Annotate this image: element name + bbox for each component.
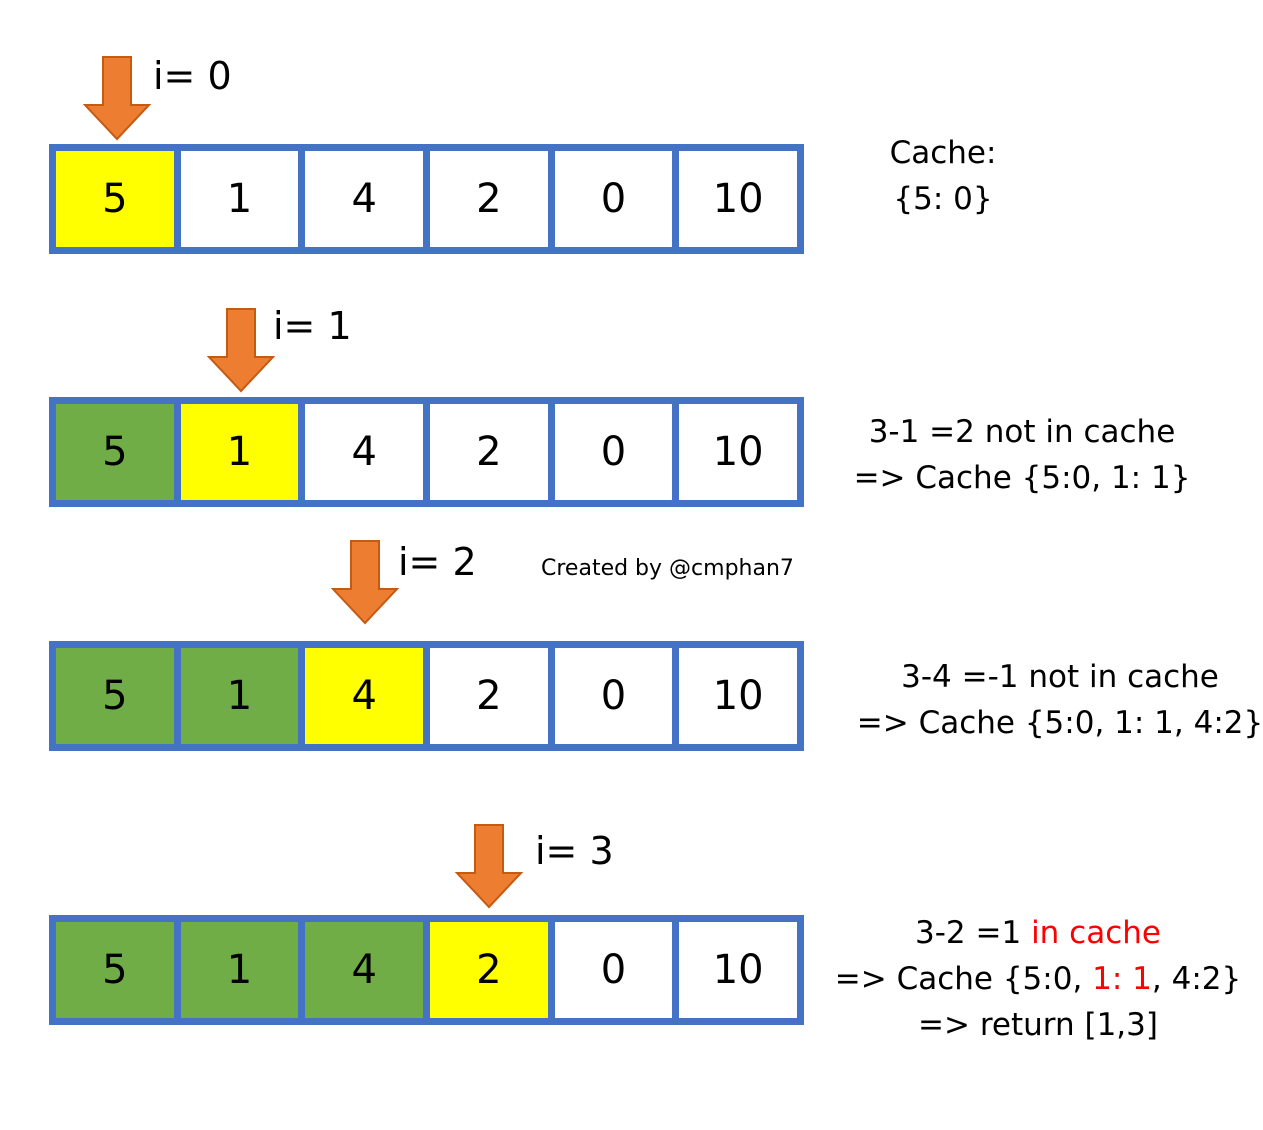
array-cell-unvisited: 10 <box>679 648 798 744</box>
note-text: {5: 0} <box>893 181 993 217</box>
array-cell-visited: 4 <box>305 922 424 1018</box>
array-cell-current: 5 <box>56 151 174 247</box>
array-cell-unvisited: 2 <box>430 648 548 744</box>
array-cell-visited: 5 <box>56 404 174 500</box>
array-cell-unvisited: 0 <box>554 922 673 1018</box>
array-cell-unvisited: 4 <box>305 404 424 500</box>
down-arrow-icon <box>330 540 400 625</box>
array-cell-unvisited: 0 <box>554 648 673 744</box>
highlight-text: 1: 1 <box>1092 961 1152 997</box>
down-arrow-icon <box>454 824 524 909</box>
cache-note: Cache: {5: 0} <box>890 130 997 222</box>
note-text: 3-2 =1 <box>915 915 1032 951</box>
cache-note: 3-2 =1 in cache=> Cache {5:0, 1: 1, 4:2}… <box>835 910 1241 1048</box>
cache-note-line: => Cache {5:0, 1: 1, 4:2} <box>857 700 1263 746</box>
array-cell-unvisited: 0 <box>554 404 673 500</box>
array-cell-visited: 5 <box>56 922 174 1018</box>
array-cell-unvisited: 1 <box>180 151 299 247</box>
cache-note: 3-1 =2 not in cache => Cache {5:0, 1: 1} <box>854 409 1191 501</box>
cache-note-line: {5: 0} <box>890 176 997 222</box>
array-cell-unvisited: 2 <box>430 151 548 247</box>
array-cell-unvisited: 10 <box>679 151 798 247</box>
array-cell-unvisited: 10 <box>679 922 798 1018</box>
array-cell-visited: 1 <box>180 922 299 1018</box>
index-label: i= 3 <box>535 829 614 873</box>
credit-text: Created by @cmphan7 <box>541 556 794 581</box>
cache-note-line: => Cache {5:0, 1: 1, 4:2} <box>835 956 1241 1002</box>
array-cell-unvisited: 0 <box>554 151 673 247</box>
note-text: => Cache {5:0, 1: 1, 4:2} <box>856 705 1263 741</box>
down-arrow-icon <box>206 308 276 393</box>
down-arrow-icon <box>82 56 152 141</box>
note-text: 3-4 =-1 not in cache <box>901 659 1219 695</box>
array-cell-current: 4 <box>305 648 424 744</box>
array-cell-visited: 5 <box>56 648 174 744</box>
index-label: i= 2 <box>398 540 477 584</box>
cache-note-line: 3-4 =-1 not in cache <box>857 654 1263 700</box>
cache-note-line: Cache: <box>890 130 997 176</box>
note-text: => Cache {5:0, <box>834 961 1093 997</box>
array-cell-current: 2 <box>430 922 548 1018</box>
note-text: => return [1,3] <box>918 1007 1158 1043</box>
cache-note-line: => Cache {5:0, 1: 1} <box>854 455 1191 501</box>
highlight-text: in cache <box>1031 915 1161 951</box>
cache-note-line: => return [1,3] <box>835 1002 1241 1048</box>
cache-note: 3-4 =-1 not in cache => Cache {5:0, 1: 1,… <box>857 654 1263 746</box>
array-cell-unvisited: 4 <box>305 151 424 247</box>
note-text: Cache: <box>889 135 997 171</box>
array-cell-visited: 1 <box>180 648 299 744</box>
array-cell-unvisited: 10 <box>679 404 798 500</box>
cache-note-line: 3-1 =2 not in cache <box>854 409 1191 455</box>
array-cell-unvisited: 2 <box>430 404 548 500</box>
note-text: , 4:2} <box>1151 961 1242 997</box>
cache-note-line: 3-2 =1 in cache <box>835 910 1241 956</box>
index-label: i= 0 <box>153 54 232 98</box>
array-cell-current: 1 <box>180 404 299 500</box>
note-text: => Cache {5:0, 1: 1} <box>853 460 1191 496</box>
index-label: i= 1 <box>273 304 352 348</box>
note-text: 3-1 =2 not in cache <box>868 414 1176 450</box>
